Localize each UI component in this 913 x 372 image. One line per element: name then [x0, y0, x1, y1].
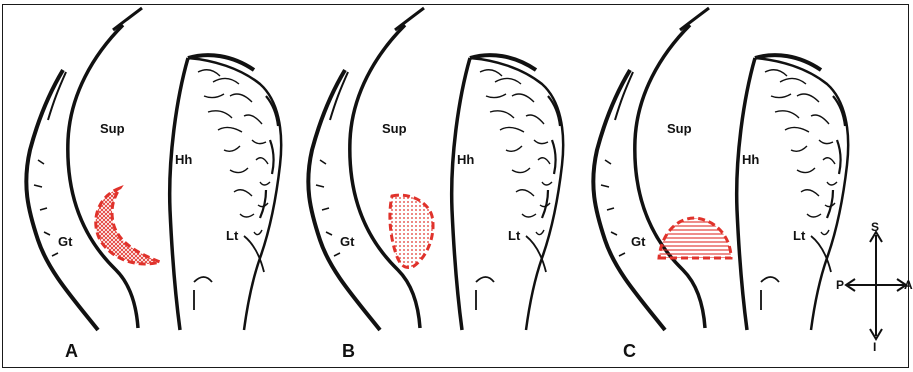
panel-a: Sup Hh Gt Lt A — [26, 8, 281, 361]
label-hh: Hh — [457, 152, 474, 167]
panel-letter-b: B — [342, 341, 355, 361]
orientation-compass: S I P A — [836, 220, 913, 354]
panel-letter-c: C — [623, 341, 636, 361]
label-gt: Gt — [631, 234, 646, 249]
label-lt: Lt — [793, 228, 806, 243]
compass-posterior: P — [836, 278, 844, 292]
lesion-crescent — [96, 188, 160, 264]
label-gt: Gt — [58, 234, 73, 249]
compass-anterior: A — [904, 278, 913, 292]
compass-inferior: I — [873, 340, 876, 354]
lesion-half-dome — [659, 218, 731, 258]
label-lt: Lt — [508, 228, 521, 243]
panel-letter-a: A — [65, 341, 78, 361]
compass-superior: S — [871, 220, 879, 234]
panel-c: Sup Hh Gt Lt C — [593, 8, 848, 361]
label-sup: Sup — [100, 121, 125, 136]
label-sup: Sup — [382, 121, 407, 136]
label-gt: Gt — [340, 234, 355, 249]
lesion-oval — [390, 195, 433, 267]
panel-b: Sup Hh Gt Lt B — [308, 8, 563, 361]
label-lt: Lt — [226, 228, 239, 243]
label-sup: Sup — [667, 121, 692, 136]
label-hh: Hh — [742, 152, 759, 167]
label-hh: Hh — [175, 152, 192, 167]
